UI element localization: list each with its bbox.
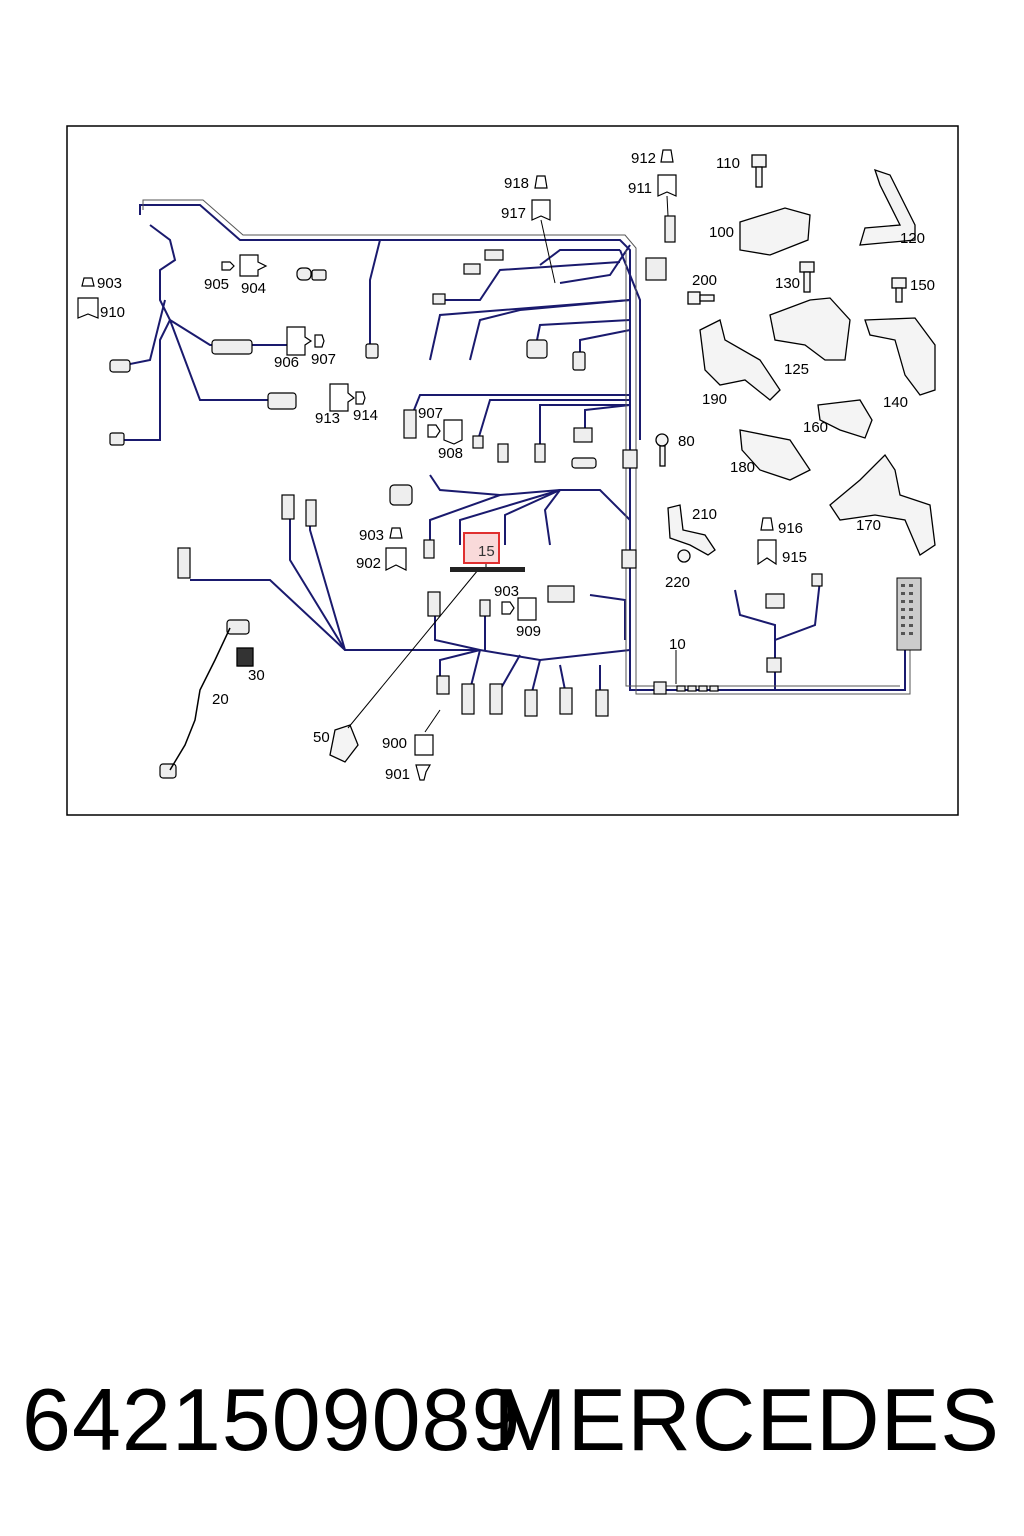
label-140: 140: [883, 394, 908, 411]
label-915: 915: [782, 549, 807, 566]
label-100: 100: [709, 224, 734, 241]
harness-sheath: [142, 199, 911, 695]
label-160: 160: [803, 419, 828, 436]
label-180: 180: [730, 459, 755, 476]
label-200: 200: [692, 272, 717, 289]
label-905: 905: [204, 276, 229, 293]
label-50: 50: [313, 729, 330, 746]
label-901: 901: [385, 766, 410, 783]
label-908: 908: [438, 445, 463, 462]
label-903-left: 903: [97, 275, 122, 292]
label-916: 916: [778, 520, 803, 537]
label-918: 918: [504, 175, 529, 192]
highlight-box: [463, 532, 500, 564]
label-10: 10: [669, 636, 686, 653]
label-914: 914: [353, 407, 378, 424]
label-110: 110: [716, 155, 740, 172]
label-15: 15: [478, 543, 495, 560]
connector-block: [896, 577, 922, 651]
label-130: 130: [775, 275, 800, 292]
label-220: 220: [665, 574, 690, 591]
label-910: 910: [100, 304, 125, 321]
part-number: 6421509089: [22, 1370, 522, 1469]
grommet-symbols: [77, 149, 777, 781]
label-902: 902: [356, 555, 381, 572]
label-911: 911: [628, 180, 652, 197]
label-903-middle: 903: [359, 527, 384, 544]
part-labels: 10 15 20 30 50 80 100 110 120 125 130 14…: [97, 150, 935, 783]
label-150: 150: [910, 277, 935, 294]
connectors: [109, 215, 823, 779]
part-illustrations: [236, 154, 936, 763]
label-190: 190: [702, 391, 727, 408]
label-906: 906: [274, 354, 299, 371]
label-900: 900: [382, 735, 407, 752]
wiring-harness-diagram: 10 15 20 30 50 80 100 110 120 125 130 14…: [66, 125, 959, 816]
sensor-cable: [169, 627, 231, 771]
label-20: 20: [212, 691, 229, 708]
label-913: 913: [315, 410, 340, 427]
diagram-border: [66, 125, 959, 816]
footer: 6421509089 MERCEDES: [0, 1365, 1024, 1485]
label-30: 30: [248, 667, 265, 684]
label-912: 912: [631, 150, 656, 167]
label-125: 125: [784, 361, 809, 378]
label-907-upper: 907: [311, 351, 336, 368]
label-909: 909: [516, 623, 541, 640]
brand-name: MERCEDES: [493, 1370, 1000, 1469]
label-904: 904: [241, 280, 266, 297]
harness-segment-15: [450, 567, 525, 572]
label-170: 170: [856, 517, 881, 534]
label-907-lower: 907: [418, 405, 443, 422]
label-917: 917: [501, 205, 526, 222]
label-903-lower: 903: [494, 583, 519, 600]
label-120: 120: [900, 230, 925, 247]
label-210: 210: [692, 506, 717, 523]
label-80: 80: [678, 433, 695, 450]
